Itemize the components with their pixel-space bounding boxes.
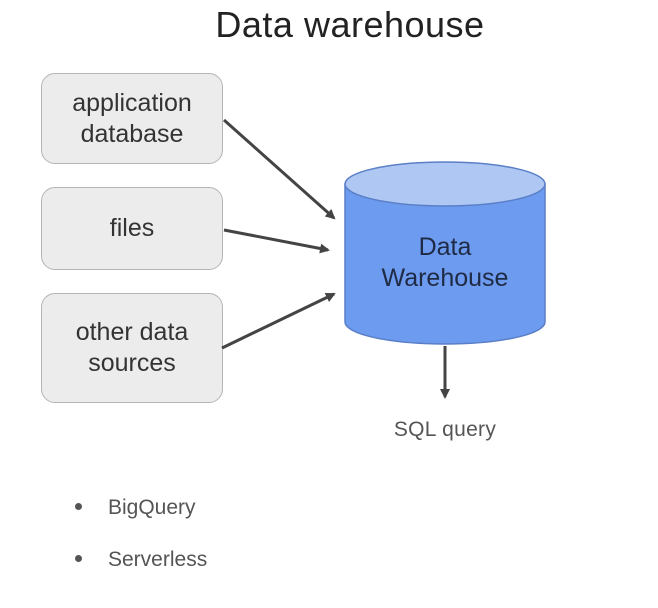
bullet-dot-icon bbox=[75, 554, 82, 562]
source-box-other-data-sources: other data sources bbox=[41, 293, 223, 403]
warehouse-label: Data Warehouse bbox=[381, 233, 509, 292]
source-box-application-database: application database bbox=[41, 73, 223, 164]
slide-title: Data warehouse bbox=[215, 4, 485, 45]
bullet-item: BigQuery bbox=[75, 496, 196, 520]
sql-query-label: SQL query bbox=[393, 418, 497, 441]
warehouse-cylinder-top bbox=[344, 161, 546, 207]
bullet-item: Serverless bbox=[75, 548, 207, 572]
warehouse-cylinder bbox=[344, 161, 546, 345]
bullet-text: BigQuery bbox=[108, 496, 196, 519]
bullet-dot-icon bbox=[75, 502, 82, 510]
source-box-files: files bbox=[41, 187, 223, 270]
arrow-files-to-warehouse bbox=[223, 228, 330, 254]
arrow-application-to-warehouse bbox=[223, 118, 336, 220]
bullet-text: Serverless bbox=[108, 548, 208, 571]
arrow-other-to-warehouse bbox=[221, 292, 336, 350]
warehouse-cylinder-body bbox=[344, 183, 546, 345]
